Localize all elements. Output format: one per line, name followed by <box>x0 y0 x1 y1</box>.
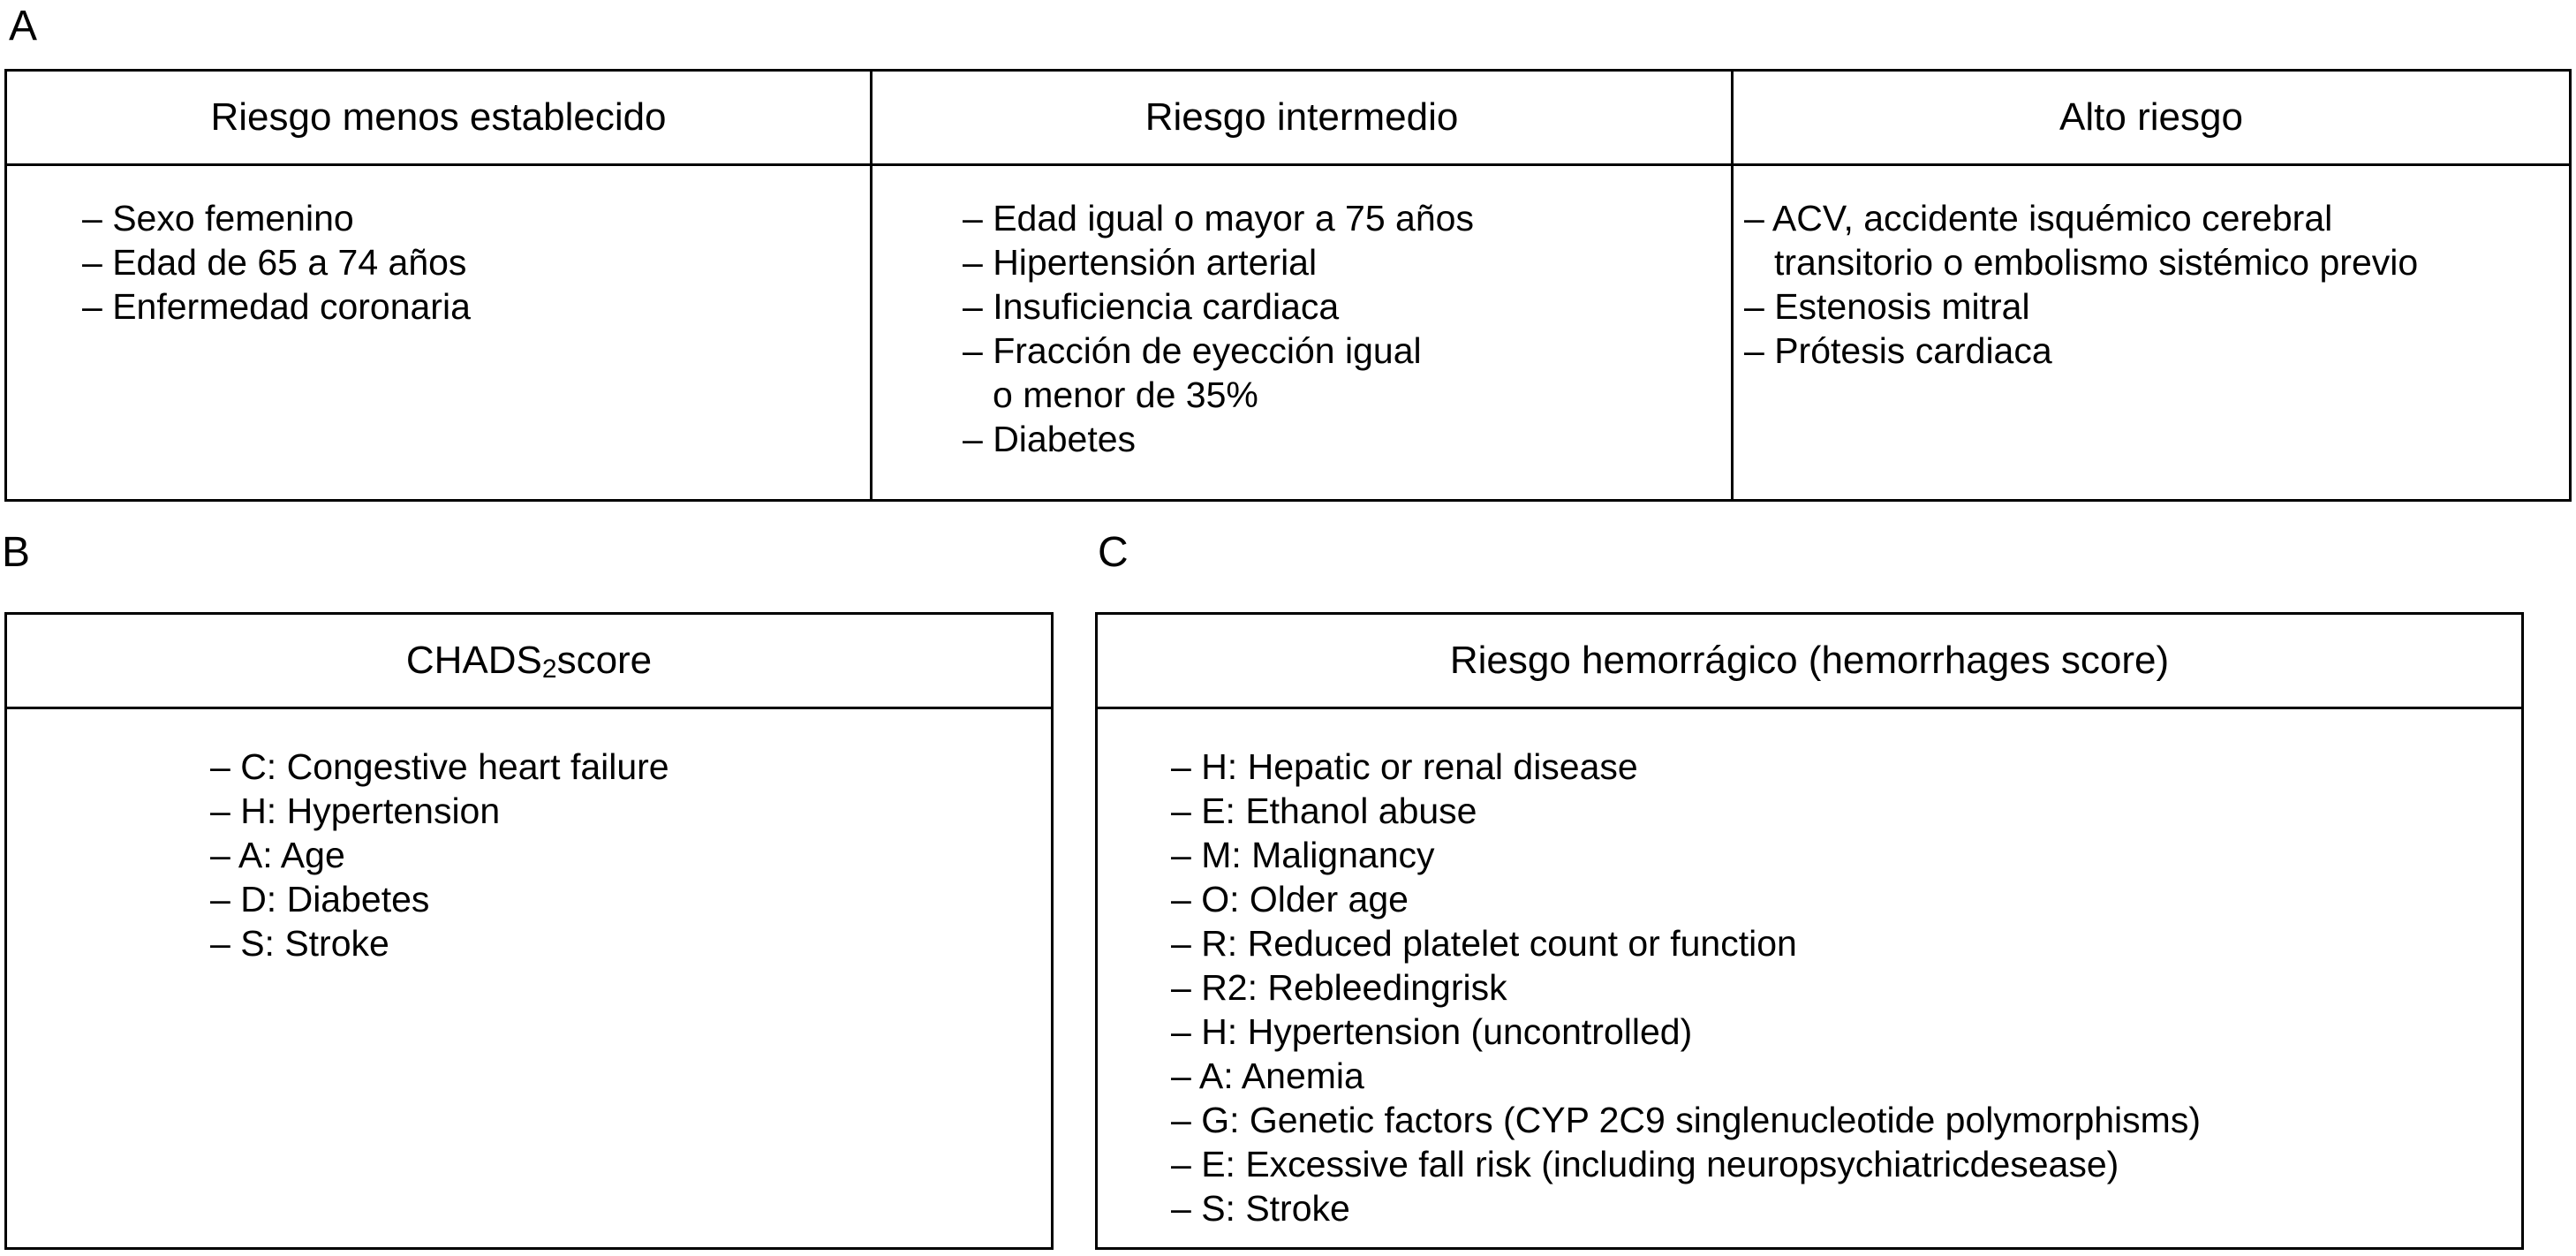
list-item: – O: Older age <box>1171 879 1409 919</box>
list-item: – E: Ethanol abuse <box>1171 791 1477 831</box>
column-body-intermediate-risk: – Edad igual o mayor a 75 años– Hiperten… <box>873 166 1731 499</box>
list-item: – ACV, accidente isquémico cerebral tran… <box>1744 198 2419 283</box>
list-item: – A: Anemia <box>1171 1055 1364 1096</box>
chads2-score-body: – C: Congestive heart failure– H: Hypert… <box>7 709 1051 1247</box>
list-item: – R2: Rebleedingrisk <box>1171 967 1507 1008</box>
risk-factor-list: – Edad igual o mayor a 75 años– Hiperten… <box>873 166 1731 461</box>
hemorrhages-item-list: – H: Hepatic or renal disease– E: Ethano… <box>1098 709 2521 1230</box>
list-item: – Diabetes <box>963 419 1137 459</box>
list-item: – Fracción de eyección igual o menor de … <box>963 330 1422 415</box>
column-header-intermediate-risk: Riesgo intermedio <box>873 72 1731 166</box>
list-item: – H: Hypertension (uncontrolled) <box>1171 1011 1693 1052</box>
list-item: – Hipertensión arterial <box>963 242 1318 283</box>
list-item: – C: Congestive heart failure <box>210 746 669 787</box>
list-item: – Edad igual o mayor a 75 años <box>963 198 1474 238</box>
list-item: – D: Diabetes <box>210 879 430 919</box>
list-item: – H: Hepatic or renal disease <box>1171 746 1638 787</box>
panel-label-b: B <box>2 529 31 576</box>
hemorrhagic-risk-table: Riesgo hemorrágico (hemorrhages score) –… <box>1095 612 2524 1250</box>
hemorrhagic-risk-body: – H: Hepatic or renal disease– E: Ethano… <box>1098 709 2521 1247</box>
list-item: – S: Stroke <box>210 923 389 964</box>
panel-label-c: C <box>1098 529 1129 576</box>
list-item: – Prótesis cardiaca <box>1744 330 2052 371</box>
chads2-header-prefix: CHADS <box>405 639 542 682</box>
column-high-risk: Alto riesgo – ACV, accidente isquémico c… <box>1734 72 2569 499</box>
list-item: – Sexo femenino <box>82 198 354 238</box>
risk-factor-list: – ACV, accidente isquémico cerebral tran… <box>1734 166 2569 373</box>
chads2-header-suffix: score <box>556 639 653 682</box>
list-item: – R: Reduced platelet count or function <box>1171 923 1797 964</box>
list-item: – G: Genetic factors (CYP 2C9 singlenucl… <box>1171 1100 2201 1140</box>
column-body-high-risk: – ACV, accidente isquémico cerebral tran… <box>1734 166 2569 499</box>
list-item: – E: Excessive fall risk (including neur… <box>1171 1144 2119 1184</box>
column-header-high-risk: Alto riesgo <box>1734 72 2569 166</box>
column-intermediate-risk: Riesgo intermedio – Edad igual o mayor a… <box>873 72 1734 499</box>
panel-label-a: A <box>9 3 38 49</box>
list-item: – Edad de 65 a 74 años <box>82 242 467 283</box>
chads2-item-list: – C: Congestive heart failure– H: Hypert… <box>7 709 1051 965</box>
column-less-established-risk: Riesgo menos establecido – Sexo femenino… <box>7 72 873 499</box>
stroke-risk-table: Riesgo menos establecido – Sexo femenino… <box>4 69 2572 502</box>
list-item: – H: Hypertension <box>210 791 501 831</box>
list-item: – S: Stroke <box>1171 1188 1350 1229</box>
list-item: – Enfermedad coronaria <box>82 286 471 327</box>
list-item: – Insuficiencia cardiaca <box>963 286 1340 327</box>
hemorrhagic-risk-header: Riesgo hemorrágico (hemorrhages score) <box>1098 615 2521 709</box>
column-header-less-established-risk: Riesgo menos establecido <box>7 72 870 166</box>
list-item: – M: Malignancy <box>1171 835 1435 875</box>
column-body-less-established-risk: – Sexo femenino– Edad de 65 a 74 años– E… <box>7 166 870 499</box>
risk-factor-list: – Sexo femenino– Edad de 65 a 74 años– E… <box>7 166 870 329</box>
list-item: – Estenosis mitral <box>1744 286 2030 327</box>
list-item: – A: Age <box>210 835 345 875</box>
